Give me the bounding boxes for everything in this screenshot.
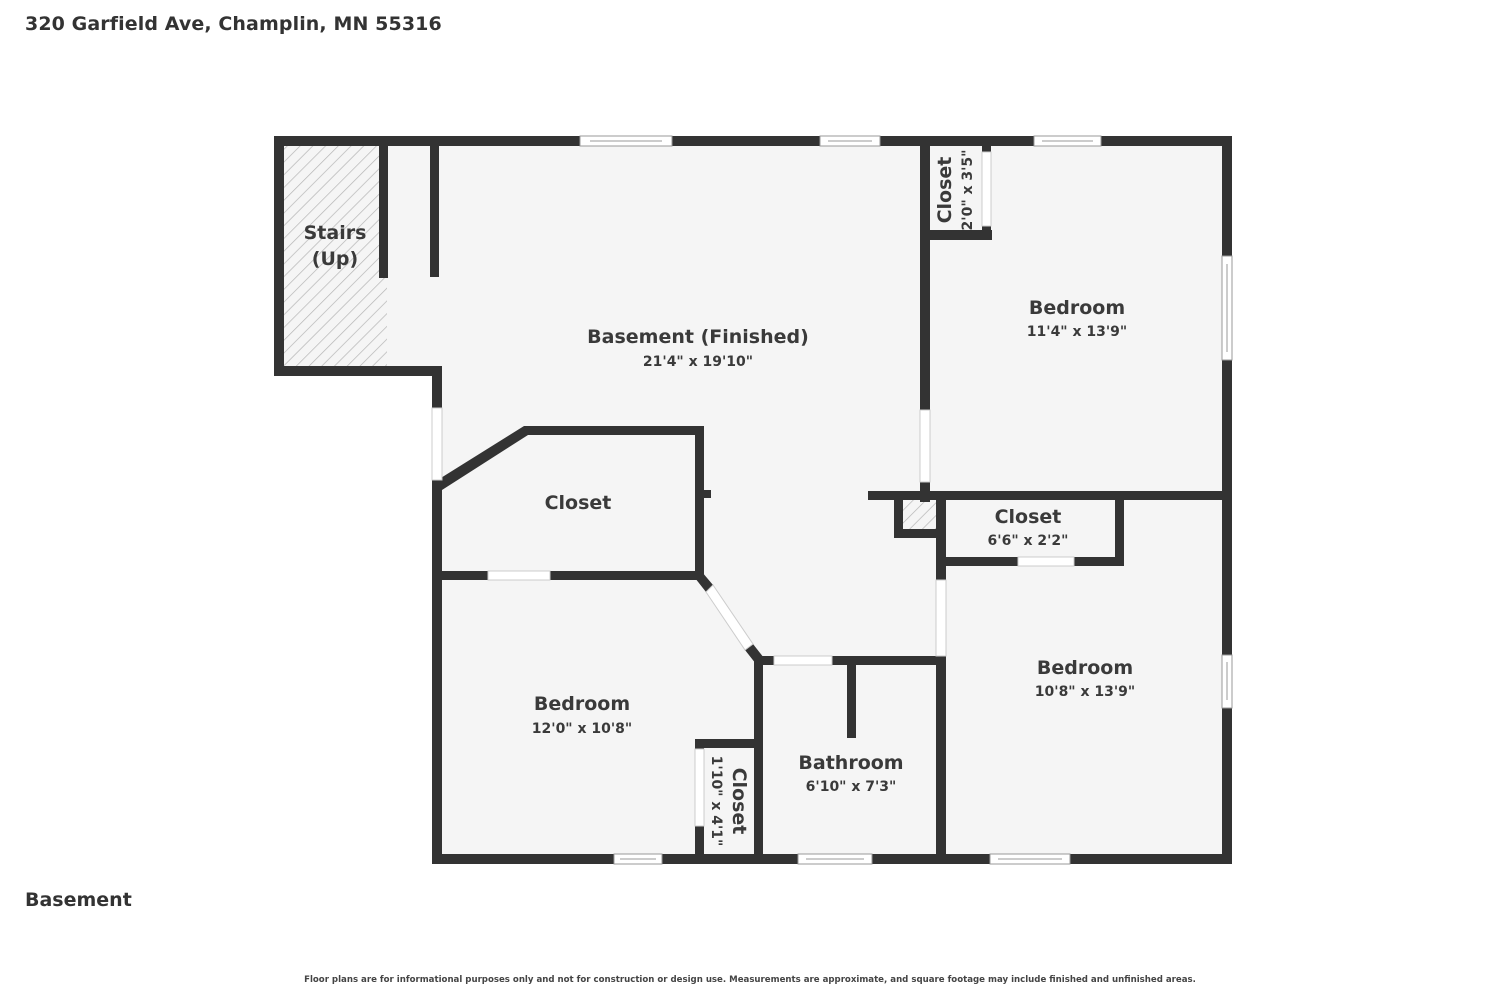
- windows: [579, 135, 1233, 865]
- bathroom-name: Bathroom: [798, 752, 903, 774]
- bathroom-dims: 6'10" x 7'3": [806, 779, 897, 795]
- room-closet-mid: Closet: [545, 492, 612, 514]
- bedroom-sw-name: Bedroom: [534, 693, 630, 715]
- closet-ne-dims: 2'0" x 3'5": [960, 150, 976, 231]
- room-basement: Basement (Finished) 21'4" x 19'10": [587, 326, 809, 370]
- walls: [274, 136, 1232, 864]
- room-stairs: Stairs (Up): [304, 222, 367, 270]
- room-bedroom-sw: Bedroom 12'0" x 10'8": [532, 693, 632, 737]
- bedroom-se-name: Bedroom: [1037, 657, 1133, 679]
- basement-name: Basement (Finished): [587, 326, 809, 348]
- floor-level-label: Basement: [25, 889, 132, 911]
- room-closet-east: Closet 6'6" x 2'2": [988, 506, 1069, 549]
- room-closet-ne: Closet 2'0" x 3'5": [934, 150, 976, 231]
- closet-ne-name: Closet: [934, 157, 956, 224]
- room-bedroom-ne: Bedroom 11'4" x 13'9": [1027, 297, 1127, 340]
- stairs-area: [283, 145, 387, 367]
- bedroom-ne-dims: 11'4" x 13'9": [1027, 324, 1127, 340]
- stairs-label-line2: (Up): [312, 248, 358, 270]
- property-address: 320 Garfield Ave, Champlin, MN 55316: [25, 13, 442, 35]
- room-bedroom-se: Bedroom 10'8" x 13'9": [1035, 657, 1135, 700]
- closet-sw-name: Closet: [728, 768, 750, 835]
- closet-east-name: Closet: [995, 506, 1062, 528]
- closet-sw-dims: 1'10" x 4'1": [708, 756, 724, 847]
- chase-hatch: [902, 500, 936, 530]
- floor-fill: [278, 140, 1228, 860]
- room-closet-sw: Closet 1'10" x 4'1": [708, 756, 750, 847]
- closet-mid-name: Closet: [545, 492, 612, 514]
- closet-east-dims: 6'6" x 2'2": [988, 533, 1069, 549]
- bedroom-se-dims: 10'8" x 13'9": [1035, 684, 1135, 700]
- door-openings: [431, 151, 1075, 827]
- bedroom-ne-name: Bedroom: [1029, 297, 1125, 319]
- stairs-label-line1: Stairs: [304, 222, 367, 244]
- basement-dims: 21'4" x 19'10": [643, 354, 753, 370]
- room-bathroom: Bathroom 6'10" x 7'3": [798, 752, 903, 795]
- disclaimer-text: Floor plans are for informational purpos…: [304, 975, 1196, 985]
- bedroom-sw-dims: 12'0" x 10'8": [532, 721, 632, 737]
